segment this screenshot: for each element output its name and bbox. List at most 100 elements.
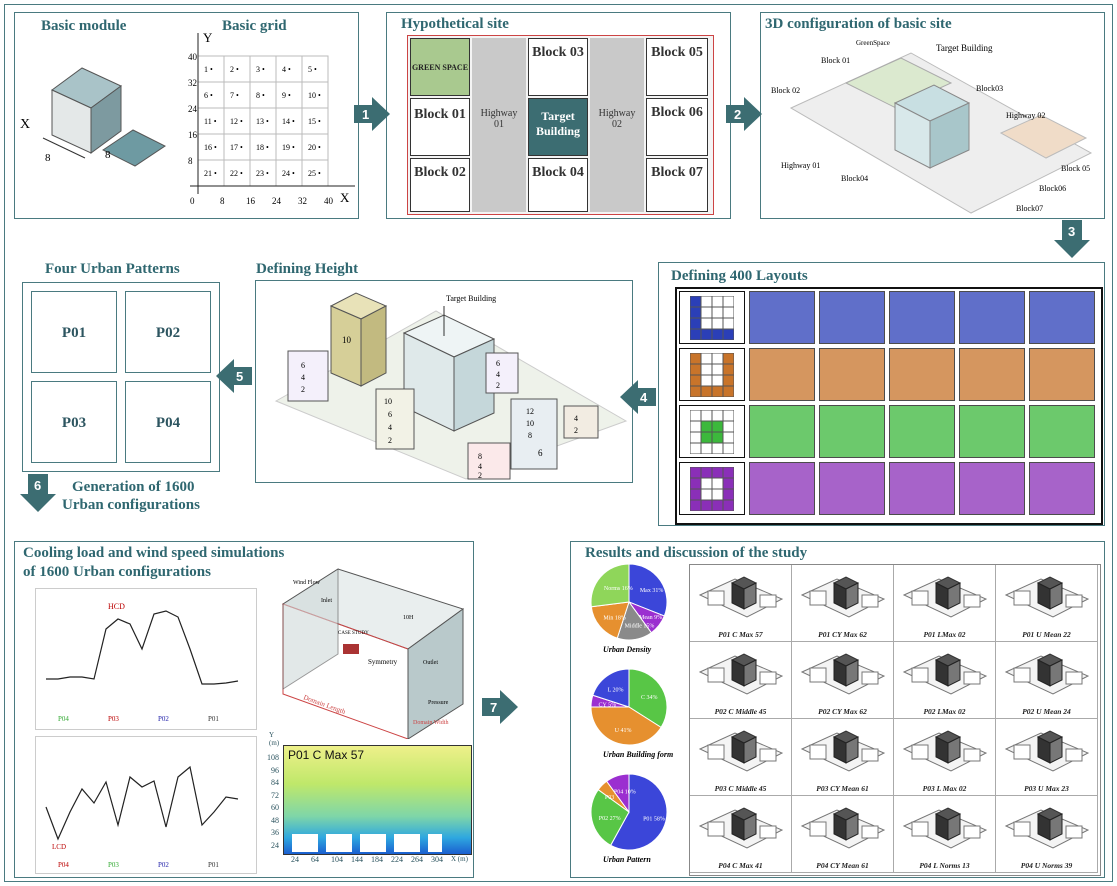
thumbnail-drawing (698, 653, 784, 695)
thumbnail-label: P02 CY Max 62 (818, 707, 867, 716)
layout-key-cell (700, 488, 713, 501)
thumbnail-label: P01 LMax 02 (923, 630, 966, 639)
panel-400-layouts: Defining 400 Layouts (658, 262, 1105, 526)
module-x-label: X (20, 117, 30, 132)
green-space-block: GREEN SPACE (410, 38, 470, 96)
thumbnail-drawing (902, 653, 988, 695)
config-thumbnail: P02 U Mean 24 (996, 642, 1098, 719)
height-label-8: 12 (526, 407, 534, 416)
thumbnail-label: P02 LMax 02 (923, 707, 966, 716)
contour-y-tick: 72 (271, 790, 279, 800)
basic-module-cube: X 8 8 (20, 67, 166, 167)
thumbnail-drawing (698, 730, 784, 772)
thumbnail-drawing (1004, 807, 1090, 849)
grid-cell-label: 14 • (282, 117, 295, 126)
cfd-case-study: CASE STUDY (338, 631, 369, 636)
layout-sample (1029, 348, 1095, 401)
layout-key-cell (722, 374, 734, 387)
grid-y-tick: 24 (188, 104, 198, 114)
results-title: Results and discussion of the study (585, 545, 808, 561)
layout-key-cell (711, 410, 724, 422)
hypothetical-site-title: Hypothetical site (401, 16, 509, 32)
layout-key-cell (690, 296, 702, 308)
top-group-p03: P03 (108, 715, 119, 723)
pie-label: P01 58% (643, 817, 665, 823)
layout-sample (819, 405, 885, 458)
3d-label-block06: Block06 (1039, 184, 1066, 193)
pattern-p02: P02 (125, 291, 211, 373)
block-04: Block 04 (528, 158, 588, 212)
layout-key-cell (722, 477, 734, 490)
grid-cell-label: 24 • (282, 169, 295, 178)
thumbnail-label: P03 U Max 23 (1024, 784, 1069, 793)
grid-cell-label: 19 • (282, 143, 295, 152)
layout-sample (889, 462, 955, 515)
bottom-group-p01: P01 (208, 861, 219, 869)
thumbnail-drawing (800, 576, 886, 618)
layout-key-cell (722, 499, 734, 511)
height-label-7: 2 (388, 436, 392, 445)
contour-x-tick: 304 (431, 855, 443, 864)
cfd-symmetry: Symmetry (368, 658, 398, 666)
config-thumbnail: P03 C Middle 45 (690, 719, 792, 796)
thumbnail-label: P01 C Max 57 (718, 630, 763, 639)
3d-site-illustration: Block 01 GreenSpace Target Building Bloc… (771, 39, 1093, 214)
thumbnail-drawing (800, 807, 886, 849)
contour-y-tick: 84 (271, 778, 279, 787)
pie-label: C 34% (641, 695, 658, 701)
outer-frame (4, 4, 1113, 882)
pie-label: P04 10% (614, 789, 636, 795)
pie-slice (628, 563, 668, 617)
layout-sample (749, 405, 815, 458)
block-03: Block 03 (528, 38, 588, 96)
config-thumbnail: P01 U Mean 22 (996, 565, 1098, 642)
height-label-17: 2 (496, 381, 500, 390)
contour-y-tick: 36 (271, 828, 279, 837)
layout-key-cell (690, 363, 702, 376)
layout-key-cell (722, 385, 734, 397)
layout-key-cell (711, 317, 724, 330)
layout-key-cell (722, 467, 734, 479)
thumbnail-drawing (1004, 653, 1090, 695)
layout-key-cell (722, 442, 734, 454)
grid-cell-label: 10 • (308, 91, 321, 100)
layout-key-cell (711, 385, 724, 397)
layout-key-cell (711, 442, 724, 454)
thumbnail-label: P01 CY Max 62 (818, 630, 867, 639)
layout-key-cell (690, 385, 702, 397)
grid-cell-label: 23 • (256, 169, 269, 178)
pie-label: CY 5% (598, 702, 616, 708)
thumbnail-drawing (902, 576, 988, 618)
layout-key-cell (690, 353, 702, 365)
basic-grid-title: Basic grid (222, 18, 287, 34)
grid-x-tick: 8 (220, 196, 225, 206)
grid-cell (301, 107, 329, 135)
layout-key-cell (722, 328, 734, 340)
pie-caption: Urban Building form (603, 750, 673, 759)
cfd-domain-length: Domain Length (302, 693, 347, 716)
grid-y-tick: 32 (188, 78, 197, 88)
height-label-0: 10 (342, 335, 352, 345)
panel-simulations: Cooling load and wind speed simulations … (14, 541, 474, 878)
height-label-10: 8 (528, 431, 532, 440)
height-target-label: Target Building (446, 294, 496, 303)
layout-key-cell (700, 296, 713, 308)
height-label-4: 10 (384, 397, 392, 406)
grid-cell-label: 6 • (204, 91, 213, 100)
block-01: Block 01 (410, 98, 470, 156)
module-dim-label: 8 (45, 152, 51, 164)
layout-key-cell (711, 353, 724, 365)
contour-x-tick: 104 (331, 855, 343, 864)
layout-key-cell (700, 431, 713, 444)
3d-config-title: 3D configuration of basic site (765, 16, 952, 32)
grid-cell (197, 133, 225, 161)
layout-key-cell (690, 488, 702, 501)
grid-x-tick: 0 (190, 196, 195, 206)
pie-slice (590, 601, 630, 639)
grid-y-tick: 8 (188, 156, 193, 166)
layout-key-cell (722, 420, 734, 433)
basic-grid: 1 •2 •3 •4 •5 •6 •7 •8 •9 •10 •11 •12 •1… (188, 30, 355, 206)
grid-cell (301, 133, 329, 161)
contour-x-tick: 24 (291, 855, 299, 864)
